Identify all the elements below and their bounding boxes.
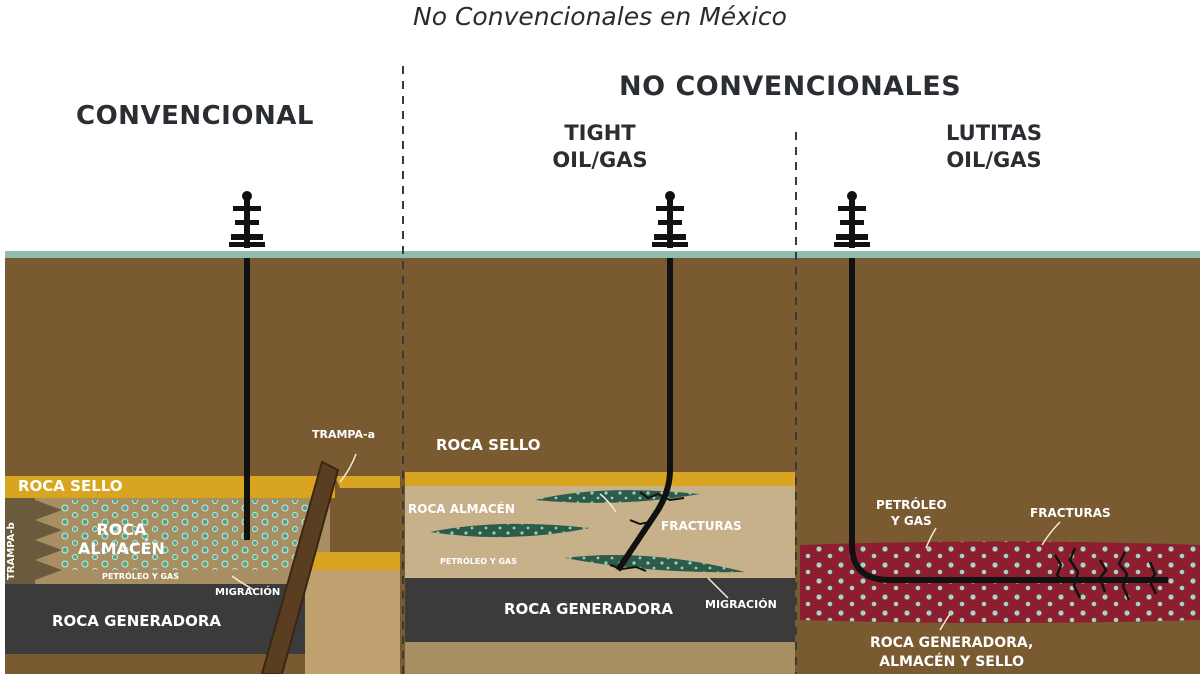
shale-label-fractures: FRACTURAS — [1030, 506, 1111, 520]
tight-seal-layer — [405, 472, 795, 486]
trap-b-teeth — [35, 500, 62, 580]
tight-label-reservoir: ROCA ALMACÉN — [408, 502, 515, 516]
tight-lens-3-dots — [565, 555, 745, 573]
heading-conventional: CONVENCIONAL — [76, 101, 314, 131]
wellhead-shale-icon — [834, 191, 870, 248]
wellhead-conv-icon — [229, 191, 265, 248]
heading-shale: LUTITAS OIL/GAS — [946, 121, 1042, 172]
surface-line — [5, 251, 1200, 258]
shale-label-source: ROCA GENERADORA, ALMACÉN Y SELLO — [870, 635, 1034, 670]
conv-sand-right — [300, 570, 400, 674]
tight-lens-2-dots — [430, 523, 590, 538]
conv-seal-layer-right — [335, 476, 400, 488]
diagram-title: No Convencionales en México — [413, 2, 787, 31]
shale-well-pipe — [849, 258, 1168, 583]
trap-b-block — [5, 498, 35, 584]
heading-tight: TIGHT OIL/GAS — [552, 121, 648, 172]
tight-source-layer — [405, 578, 795, 642]
tight-label-oil-gas: PETRÓLEO Y GAS — [440, 557, 517, 566]
conv-label-migration: MIGRACIÓN — [215, 587, 281, 598]
annotation-arrows — [231, 453, 1061, 631]
shale-label-oil-gas: PETRÓLEO Y GAS — [876, 498, 947, 528]
conv-label-oil-gas: PETRÓLEO Y GAS — [102, 572, 179, 581]
conv-bottom-brown — [5, 654, 305, 674]
conv-label-seal: ROCA SELLO — [18, 477, 123, 495]
conv-source-layer — [5, 584, 305, 654]
tight-label-fractures: FRACTURAS — [661, 519, 742, 533]
conv-label-trap-b: TRAMPA-b — [6, 522, 17, 580]
trap-a-fault — [260, 460, 340, 674]
tight-label-migration: MIGRACIÓN — [705, 598, 777, 611]
conv-reservoir-dots — [60, 500, 310, 570]
conv-label-source: ROCA GENERADORA — [52, 612, 222, 630]
wellhead-tight-icon — [652, 191, 688, 248]
conv-seal-layer — [5, 476, 335, 498]
heading-unconventional: NO CONVENCIONALES — [619, 71, 962, 102]
conv-label-trap-a: TRAMPA-a — [312, 428, 375, 441]
tight-fracture-lines — [609, 491, 685, 572]
conv-label-reservoir: ROCA ALMACÉN — [78, 520, 165, 558]
tight-label-seal: ROCA SELLO — [436, 436, 541, 454]
tight-label-source: ROCA GENERADORA — [504, 600, 674, 618]
tight-bottom — [405, 642, 795, 674]
conv-yellow-band — [300, 552, 400, 570]
tight-well-pipe — [615, 258, 673, 572]
